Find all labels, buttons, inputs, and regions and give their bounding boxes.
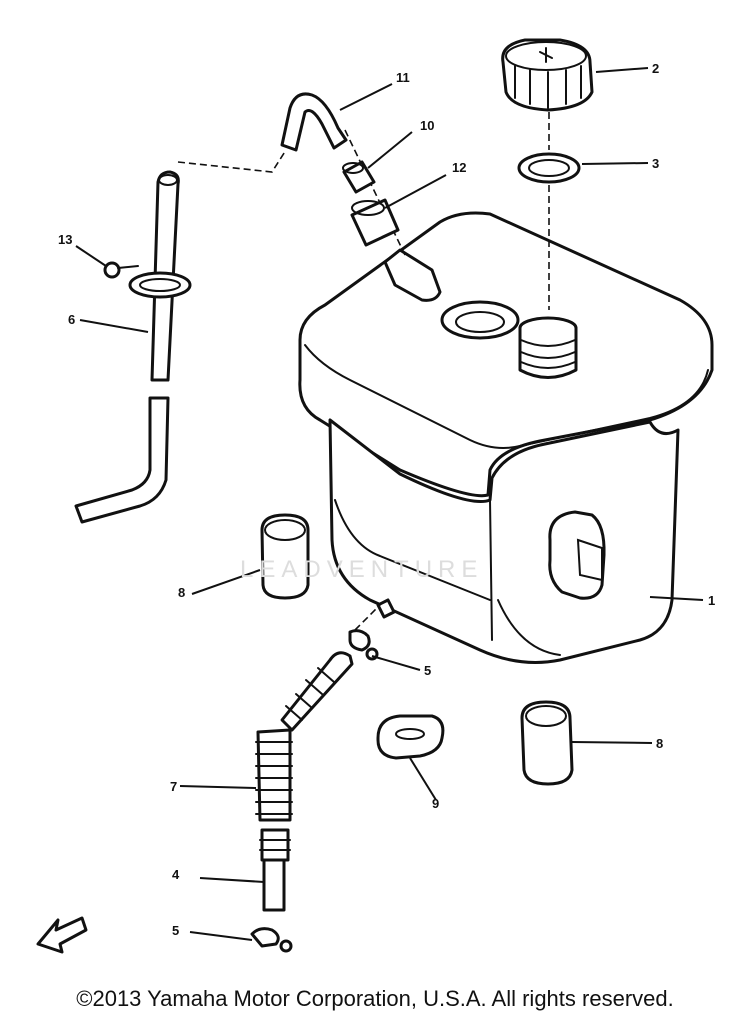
grommet [376, 714, 445, 760]
fuel-tank [298, 211, 714, 664]
assembly-axis-breather [344, 129, 406, 256]
callout-3: 3 [652, 156, 659, 171]
callout-8-left: 8 [178, 585, 185, 600]
callout-5-upper: 5 [424, 663, 431, 678]
o-ring [517, 152, 581, 184]
callout-9: 9 [432, 796, 439, 811]
fuel-pipe-4 [259, 828, 291, 912]
copyright-footer: ©2013 Yamaha Motor Corporation, U.S.A. A… [76, 986, 674, 1011]
callout-2: 2 [652, 61, 659, 76]
damper-left [260, 513, 310, 600]
callout-11: 11 [396, 70, 410, 85]
assembly-axis-hose [177, 149, 287, 173]
callout-numbers: 1 2 3 4 5 5 6 7 8 8 9 10 11 12 13 [58, 61, 715, 938]
callout-8-right: 8 [656, 736, 663, 751]
leader-lines [75, 67, 704, 941]
tank-cap [501, 38, 594, 112]
callout-1: 1 [708, 593, 715, 608]
clip-upper [348, 629, 379, 661]
forward-arrow-icon [36, 916, 88, 954]
damper-right [520, 700, 574, 786]
hose-joint [342, 160, 376, 194]
breather-hose [280, 92, 348, 152]
callout-5-lower: 5 [172, 923, 179, 938]
callout-7: 7 [170, 779, 177, 794]
vent-hose [74, 170, 180, 524]
hose-clip [103, 261, 192, 299]
hose-clamp-12 [350, 198, 400, 247]
assembly-axis-drain [354, 604, 381, 631]
callout-10: 10 [420, 118, 434, 133]
fuel-pipe-corrugated [255, 651, 354, 822]
callout-4: 4 [172, 867, 180, 882]
callout-12: 12 [452, 160, 466, 175]
callout-6: 6 [68, 312, 75, 327]
callout-13: 13 [58, 232, 72, 247]
watermark-text: LEADVENTURE [240, 556, 484, 583]
clip-lower [250, 927, 293, 953]
